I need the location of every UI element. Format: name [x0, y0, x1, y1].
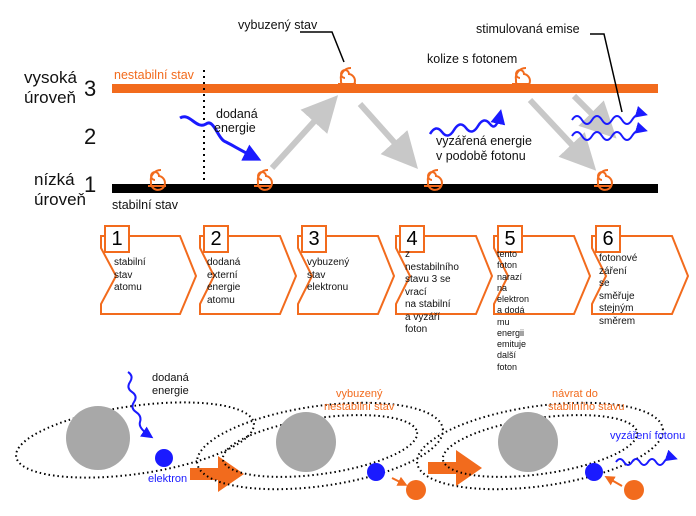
high-level-label: vysoká [24, 68, 77, 88]
stimulated-emission-label: stimulovaná emise [476, 22, 580, 36]
electron-spiral-icon [254, 168, 273, 191]
low-level-label-2: úroveň [34, 190, 86, 209]
collision-arrow [527, 97, 597, 171]
return-label-2: stabilního stavu [548, 401, 625, 413]
photon-emission-label: vyzáření fotonu [610, 430, 686, 442]
level-2-number: 2 [84, 124, 97, 149]
low-level-label: nízká [34, 170, 75, 189]
level-3-number: 3 [84, 76, 97, 101]
decay-arrow [357, 102, 418, 169]
excite-arrow [269, 95, 339, 171]
electron-spiral-icon [424, 168, 443, 191]
high-level-word-2: úroveň [24, 88, 76, 107]
excited-state-label: vybuzený stav [238, 18, 318, 32]
step-chevrons [100, 235, 690, 315]
emitted-photon-wave [615, 449, 678, 466]
emitted-energy-label-1: vyzářená energie [436, 134, 532, 148]
emitted-energy-label-2: v podobě fotonu [436, 149, 526, 163]
atom-ground-state [15, 371, 255, 479]
bottom-added-energy-1: dodaná [152, 372, 189, 384]
high-level-word-1: vysoká [24, 68, 77, 87]
stimulated-pointer [590, 33, 623, 113]
unstable-state-label: nestabilní stav [114, 68, 194, 82]
stable-state-label: stabilní stav [112, 198, 179, 212]
step-number: 4 [399, 225, 425, 253]
step-text: fotonové záření se směřuje stejným směre… [599, 253, 638, 327]
electron-label: elektron [148, 473, 188, 485]
collision-arrow-2 [571, 93, 617, 139]
stimulated-wave-2 [571, 122, 648, 141]
atom-return-state [416, 401, 678, 500]
added-energy-label-2: energie [214, 121, 256, 135]
nucleus [276, 412, 336, 472]
high-level-bar [112, 84, 658, 93]
energy-wave [127, 371, 154, 439]
returning-electron-dot [624, 480, 644, 500]
step-text: stabilní stav atomu [114, 257, 146, 293]
atom-excited-state [196, 401, 444, 500]
nucleus [498, 412, 558, 472]
excited-pointer [300, 31, 345, 63]
transition-arrow-2 [428, 450, 482, 486]
electron-spiral-icon [594, 168, 613, 191]
added-energy-wave [179, 115, 262, 161]
excited-label-1: vybuzený [336, 388, 383, 400]
step-text: vybuzený stav elektronu [307, 257, 350, 293]
emitted-photon-wave [428, 109, 506, 137]
step-number: 3 [301, 225, 327, 253]
step-number: 5 [497, 225, 523, 253]
level-1-number: 1 [84, 172, 97, 197]
step-text: dodaná externí energie atomu [207, 257, 241, 306]
return-label-1: návrat do [552, 388, 598, 400]
electron-dot [367, 463, 385, 481]
low-level-bar [112, 184, 658, 193]
added-energy-label-1: dodaná [216, 107, 258, 121]
step-text: z nestabilního stavu 3 se vrací na stabi… [405, 249, 459, 335]
transition-arrow-1 [190, 456, 244, 492]
step-number: 1 [104, 225, 130, 253]
electron-spiral-icon [148, 168, 166, 191]
electron-dot [155, 449, 173, 467]
excited-electron-dot [406, 480, 426, 500]
stimulated-wave-1 [571, 106, 648, 125]
nucleus [66, 406, 130, 470]
bottom-added-energy-2: energie [152, 385, 189, 397]
collision-label: kolize s fotonem [427, 52, 518, 66]
high-level-label-2: úroveň [24, 88, 76, 108]
electron-spiral-icon [512, 66, 531, 89]
step-number: 2 [203, 225, 229, 253]
excited-label-2: nestabilní stav [324, 401, 395, 413]
step-text: tento foton narazí na elektron a dodá mu… [497, 249, 530, 372]
electron-dot [585, 463, 603, 481]
step-number: 6 [595, 225, 621, 253]
electron-spiral-icon [338, 66, 356, 89]
